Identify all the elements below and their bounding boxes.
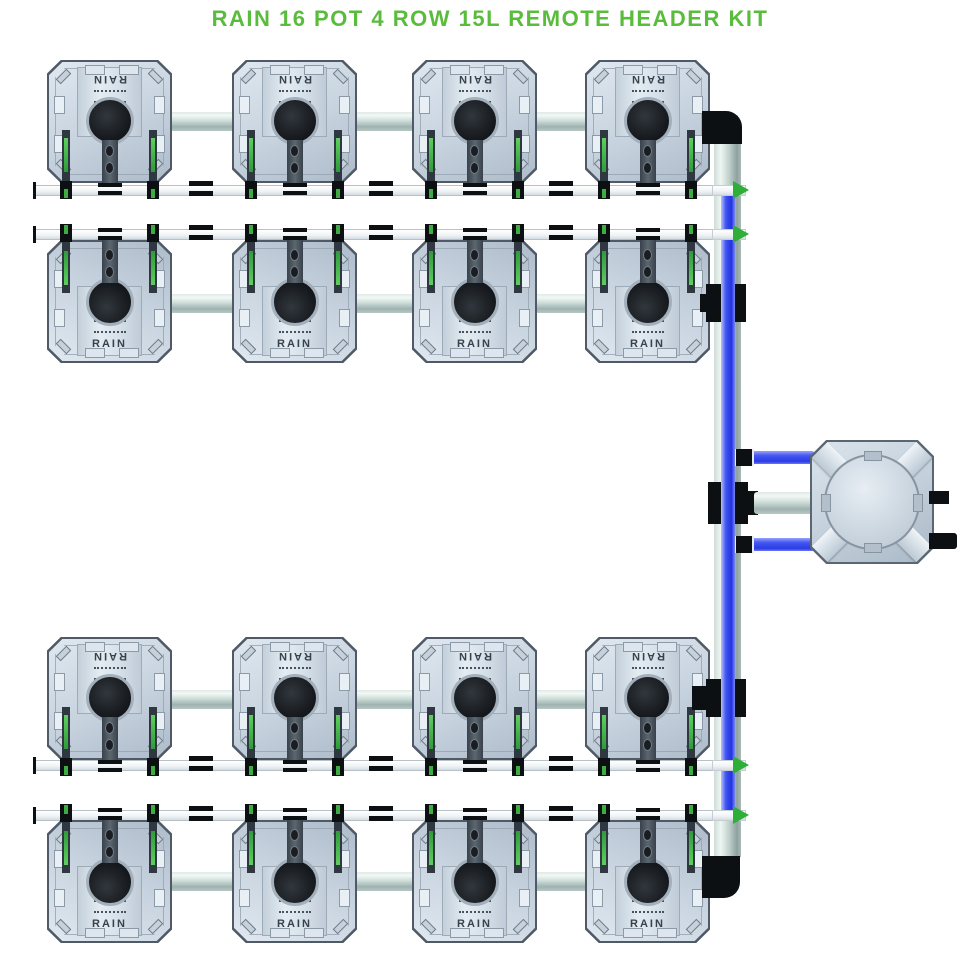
tank-outlet-fitting-small [929,491,949,504]
rail-joint [369,181,393,200]
pot-row1-col2: RAIN [232,60,357,199]
drain-tube-right [687,707,695,775]
pot-row1-col3: RAIN [412,60,537,199]
compression-fitting-top [734,449,754,466]
elbow-fitting-top [702,111,742,144]
drip-channel [101,140,118,183]
drip-channel [639,140,656,183]
drain-outlet [462,760,487,773]
drain-outlet [282,183,307,196]
drain-tube-right [149,707,157,775]
drain-tube-left [62,707,70,775]
rail-clip-left [245,758,257,776]
drain-outlet [462,183,487,196]
drain-tube-left [600,130,608,198]
compression-fitting-bottom [734,536,754,553]
drain-outlet [97,183,122,196]
rail-clip-left [60,758,72,776]
header-tank [810,440,957,564]
pot-row3-col1: RAIN [47,637,172,776]
kit-title: RAIN 16 POT 4 ROW 15L REMOTE HEADER KIT [211,6,769,31]
pot-row3-col2: RAIN [232,637,357,776]
pot-lid-hole [450,674,499,722]
rail-joint [549,225,573,244]
rail-clip-left [598,758,610,776]
drain-outlet [635,760,660,773]
rail-clip-left [245,181,257,199]
drip-channel [286,717,303,760]
rail-clip-left [598,181,610,199]
drain-tube-right [514,130,522,198]
rail-clip-left [60,181,72,199]
rail-joint [189,181,213,200]
drain-tube-right [149,130,157,198]
rail-clip-right [512,181,524,199]
elbow-fitting-bottom [702,856,740,898]
rail-clip-right [332,181,344,199]
pot-row3-col3: RAIN [412,637,537,776]
rail-clip-right [332,758,344,776]
rail-connector-arrow [733,225,749,243]
pot-row1-col1: RAIN [47,60,172,199]
rail-connector-arrow [733,806,749,824]
pot-row1-col4: RAIN [585,60,710,199]
rail-connector-arrow [733,756,749,774]
vertical-drain-pipe [721,186,735,812]
rail-joint [189,756,213,775]
rail-clip-left [425,758,437,776]
rail-connector-arrow [733,181,749,199]
drain-tube-right [514,707,522,775]
rail-joint [369,225,393,244]
rail-joint [549,181,573,200]
drip-channel [466,717,483,760]
rail-joint [369,756,393,775]
drain-tube-left [247,707,255,775]
rail-joint [549,756,573,775]
rail-joint [369,806,393,825]
rail-clip-left [425,181,437,199]
rail-clip-right [147,181,159,199]
drain-tube-right [334,707,342,775]
drain-tube-left [62,130,70,198]
pot-lid-hole [270,97,319,145]
pot-row3-col4: RAIN [585,637,710,776]
pot-lid-hole [450,97,499,145]
tank-lid [821,451,923,553]
tank-outlet-fitting-large [929,533,957,549]
pot-lid-hole [85,97,134,145]
drip-channel [286,140,303,183]
rail-joint [189,806,213,825]
drain-outlet [635,183,660,196]
rail-joint [549,806,573,825]
tank-feed-pipe [754,492,814,514]
rail-joint [189,225,213,244]
drip-channel [466,140,483,183]
rail-clip-right [685,758,697,776]
drip-channel [101,717,118,760]
rail-clip-right [685,181,697,199]
drain-outlet [97,760,122,773]
drain-tube-left [427,130,435,198]
drip-channel [639,717,656,760]
drain-tube-left [600,707,608,775]
drain-tube-right [334,130,342,198]
drain-tube-right [687,130,695,198]
rail-clip-right [512,758,524,776]
drain-outlet [282,760,307,773]
pot-lid-hole [623,97,672,145]
rail-clip-right [147,758,159,776]
drain-tube-left [247,130,255,198]
drain-tube-left [427,707,435,775]
